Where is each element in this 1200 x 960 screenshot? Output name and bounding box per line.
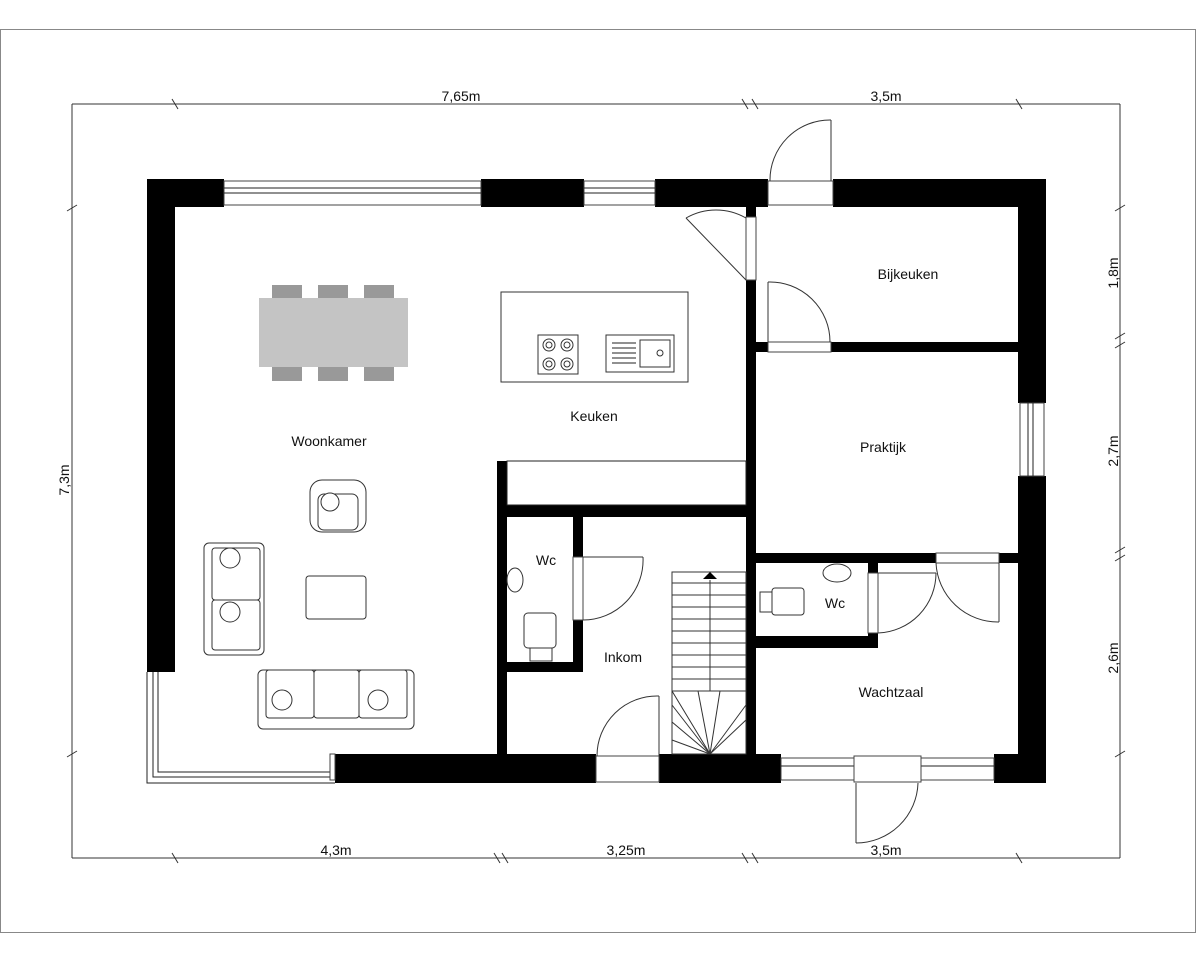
room-label-wc-right: Wc [825, 595, 845, 611]
room-label-keuken: Keuken [570, 408, 617, 424]
dim-left: 7,3m [56, 464, 72, 495]
dim-bottom-right: 3,5m [870, 842, 901, 858]
dimension-lines [66, 98, 1126, 864]
kitchen-island [500, 291, 689, 383]
dining-table [259, 285, 408, 381]
room-label-bijkeuken: Bijkeuken [878, 266, 939, 282]
dim-bottom-mid: 3,25m [607, 842, 646, 858]
coffee-table [305, 575, 367, 620]
armchair [309, 479, 367, 533]
dim-right-top: 1,8m [1105, 257, 1121, 288]
room-label-woonkamer: Woonkamer [291, 433, 367, 449]
dim-top-right: 3,5m [870, 88, 901, 104]
page-frame [0, 29, 1196, 933]
dim-right-mid: 2,7m [1105, 435, 1121, 466]
stair-arrow [703, 572, 717, 579]
staircase [671, 571, 747, 755]
wc-right-fixtures [759, 563, 852, 616]
dim-top-left: 7,65m [442, 88, 481, 104]
sofa-left [203, 542, 265, 656]
windows [146, 180, 1045, 784]
room-label-inkom: Inkom [604, 649, 642, 665]
room-label-wc-left: Wc [536, 552, 556, 568]
dim-right-bottom: 2,6m [1105, 642, 1121, 673]
interior-walls [497, 207, 1018, 754]
dim-bottom-left: 4,3m [320, 842, 351, 858]
room-label-wachtzaal: Wachtzaal [859, 684, 924, 700]
doors [572, 119, 1000, 844]
wc-left-fixtures [506, 567, 557, 662]
sofa-bottom [257, 669, 415, 730]
exterior-walls [147, 179, 1046, 783]
room-label-praktijk: Praktijk [860, 439, 907, 455]
